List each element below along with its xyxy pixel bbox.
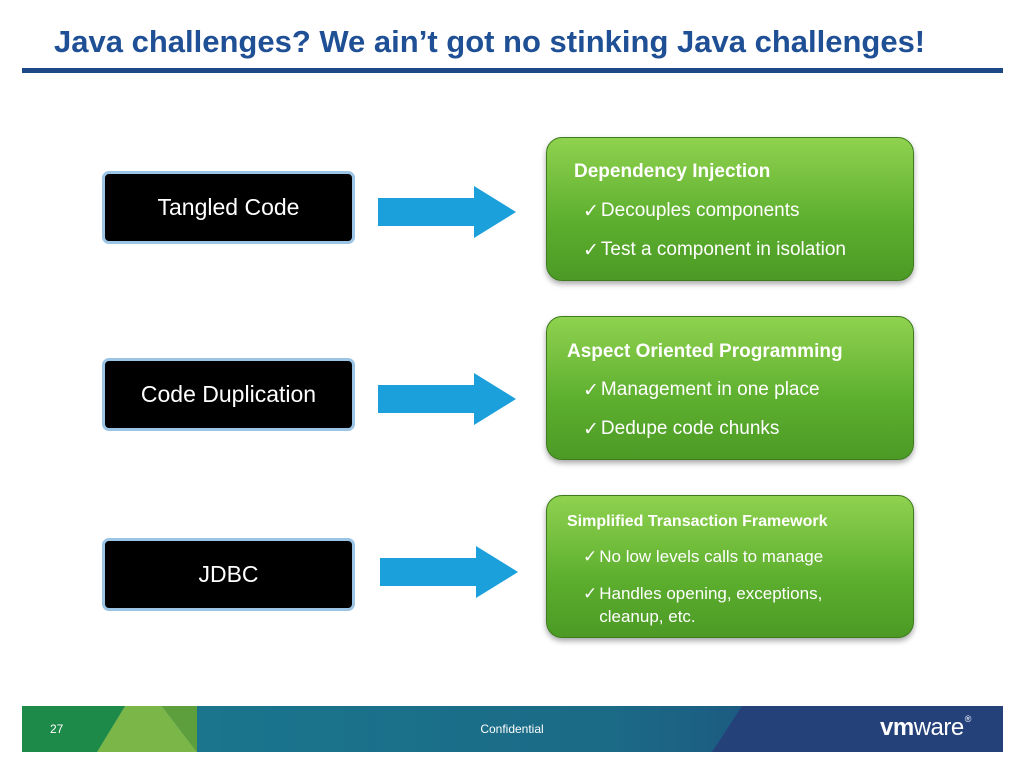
benefit-item: ✓ Handles opening, exceptions, cleanup, … <box>583 584 823 626</box>
solution-title: Dependency Injection <box>574 161 771 182</box>
solution-box-transaction-framework: Simplified Transaction Framework ✓ No lo… <box>546 495 914 638</box>
right-arrow-icon <box>378 186 516 238</box>
check-icon: ✓ <box>583 547 598 566</box>
problem-box-tangled-code: Tangled Code <box>102 171 355 244</box>
right-arrow-icon <box>380 546 518 598</box>
confidential-label: Confidential <box>480 722 544 736</box>
benefit-item: ✓ Test a component in isolation <box>583 239 846 261</box>
slide-title: Java challenges? We ain’t got no stinkin… <box>54 24 926 59</box>
footer-band <box>22 706 1003 752</box>
benefit-item: ✓ No low levels calls to manage <box>583 547 824 566</box>
problem-box-jdbc: JDBC <box>102 538 355 611</box>
solution-title: Aspect Oriented Programming <box>567 341 843 362</box>
check-icon: ✓ <box>583 584 598 603</box>
problem-label: Code Duplication <box>140 381 317 407</box>
page-number: 27 <box>50 722 64 736</box>
check-icon: ✓ <box>583 419 599 440</box>
problem-label: JDBC <box>198 561 259 587</box>
solution-box-aop: Aspect Oriented Programming ✓ Management… <box>546 316 914 460</box>
problem-label: Tangled Code <box>157 194 300 220</box>
check-icon: ✓ <box>583 201 599 222</box>
benefit-item: ✓ Dedupe code chunks <box>583 418 780 440</box>
vmware-logo: vmware® <box>880 714 971 741</box>
slide-footer: 27 Confidential vmware® <box>22 706 1003 752</box>
check-icon: ✓ <box>583 380 599 401</box>
solution-box-dependency-injection: Dependency Injection ✓ Decouples compone… <box>546 137 914 281</box>
benefit-item: ✓ Decouples components <box>583 200 800 222</box>
check-icon: ✓ <box>583 240 599 261</box>
solution-title: Simplified Transaction Framework <box>567 513 828 530</box>
title-divider <box>22 68 1003 73</box>
problem-box-code-duplication: Code Duplication <box>102 358 355 431</box>
benefit-item: ✓ Management in one place <box>583 379 820 401</box>
right-arrow-icon <box>378 373 516 425</box>
